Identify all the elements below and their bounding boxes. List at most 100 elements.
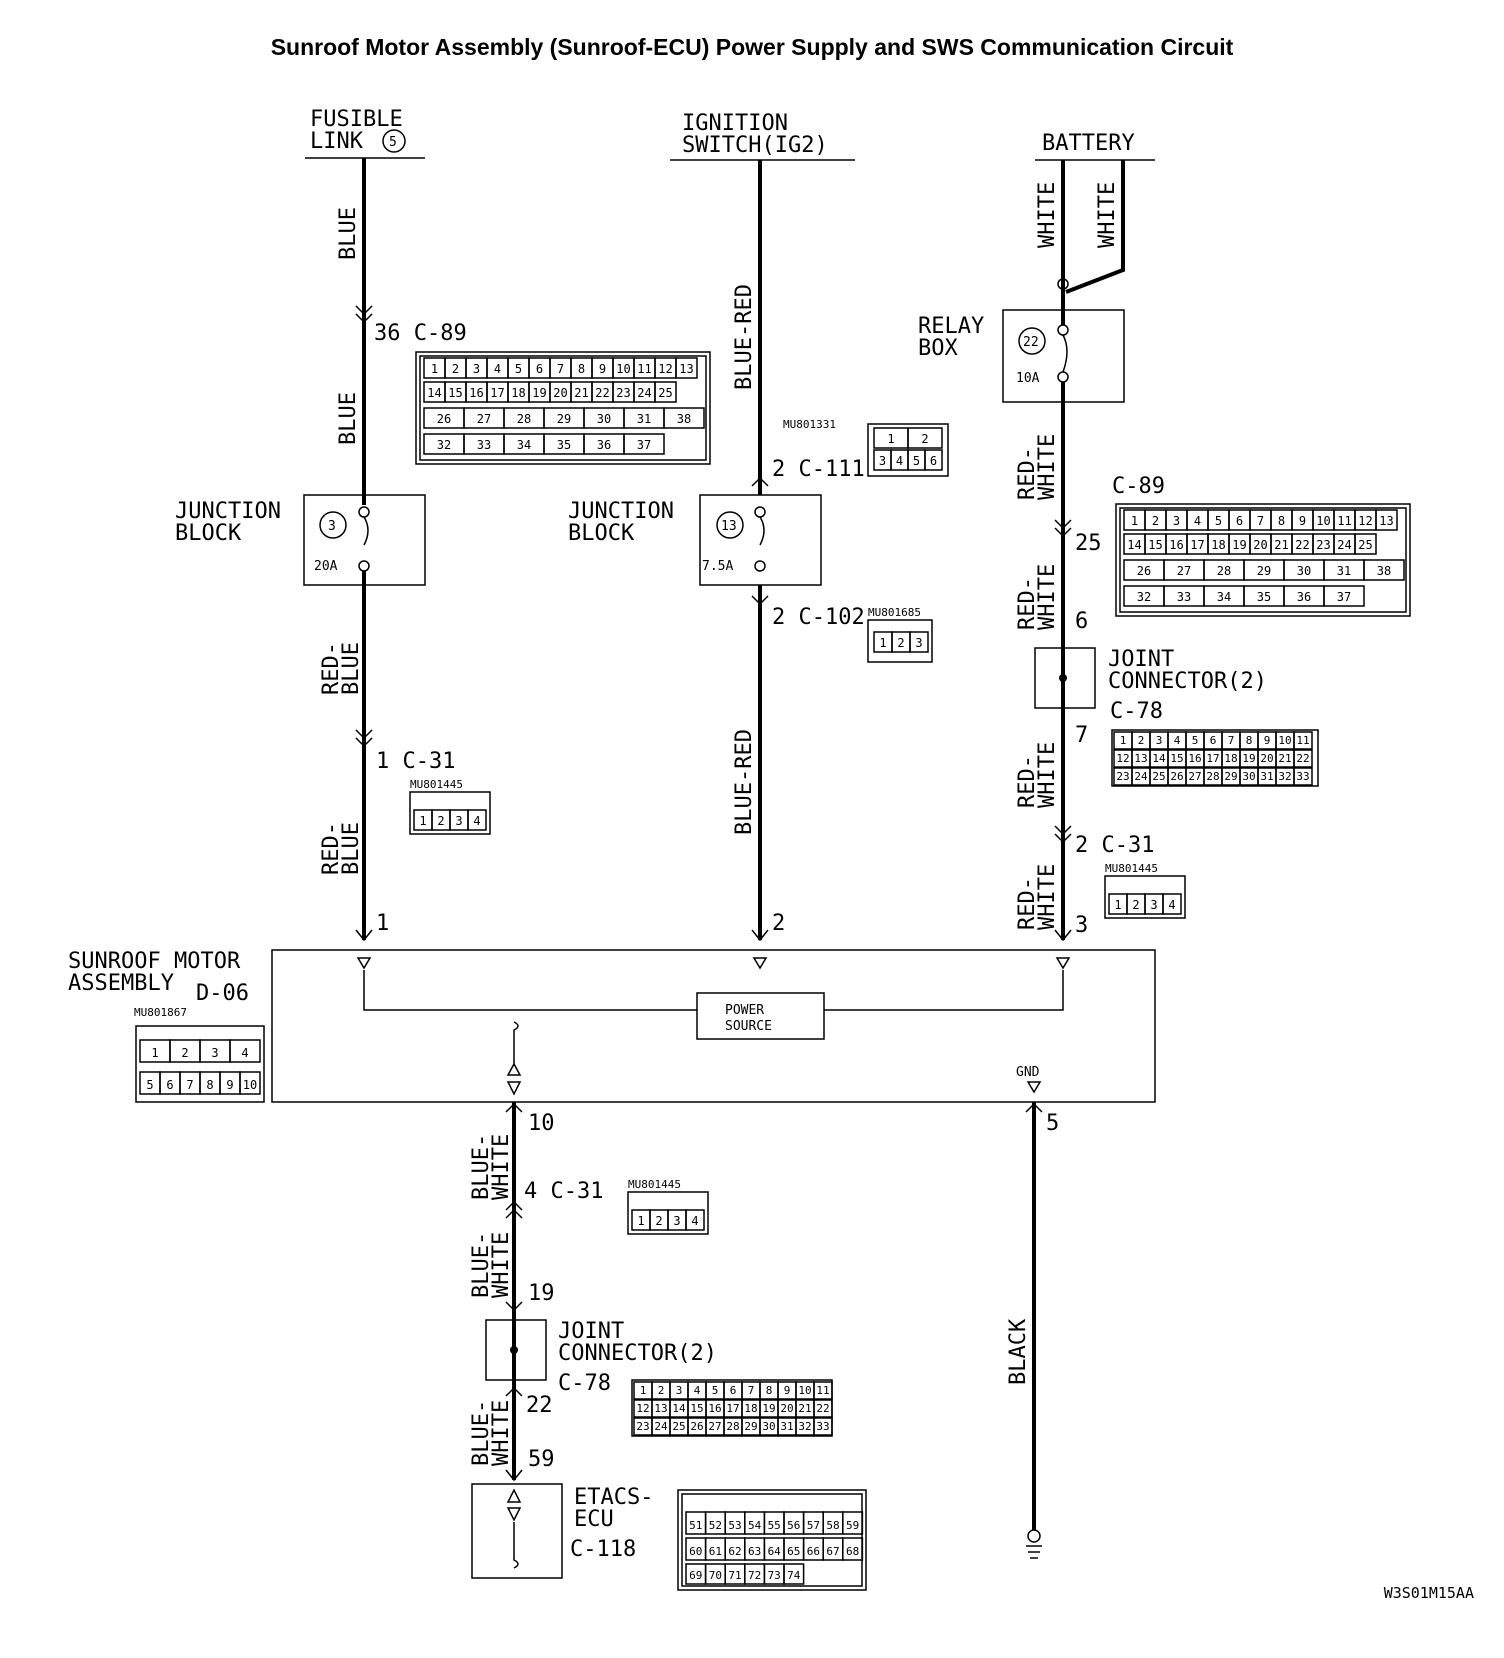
pin-6: 6 bbox=[1075, 609, 1088, 634]
pin-number: 8 bbox=[578, 362, 585, 376]
pin-number: 59 bbox=[846, 1519, 859, 1532]
pin-number: 24 bbox=[637, 386, 651, 400]
pin-cell bbox=[467, 809, 487, 831]
pin-number: 31 bbox=[637, 412, 651, 426]
pin-number: 54 bbox=[748, 1519, 762, 1532]
connector-mark-c111 bbox=[751, 476, 769, 487]
pin-number: 22 bbox=[1295, 538, 1309, 552]
fuse-7-5a-element bbox=[759, 516, 765, 546]
pin-number: 2 bbox=[921, 432, 928, 446]
pin-number: 23 bbox=[1116, 770, 1129, 783]
pin-cell bbox=[907, 427, 943, 449]
pin-number: 8 bbox=[1278, 514, 1285, 528]
pin-number: 23 bbox=[1316, 538, 1330, 552]
pin-number: 12 bbox=[1358, 514, 1372, 528]
pin-number: 28 bbox=[726, 1420, 739, 1433]
wire-label-red-white-2a: RED- bbox=[1015, 577, 1040, 630]
pin-cell bbox=[842, 1511, 864, 1535]
wire-label-red-white-3b: WHITE bbox=[1035, 742, 1060, 808]
wire-label-red-blue-2a: RED- bbox=[319, 822, 344, 875]
wire-label-white-1: WHITE bbox=[1035, 182, 1060, 248]
pin-number: 3 bbox=[879, 454, 886, 468]
pin-number: 2 bbox=[1152, 514, 1159, 528]
pin-number: 6 bbox=[930, 454, 937, 468]
pin-number: 1 bbox=[1114, 898, 1121, 912]
pin2-mark bbox=[751, 929, 769, 942]
pin-number: 8 bbox=[1246, 734, 1253, 747]
wire-label-blue-white-1b: WHITE bbox=[489, 1134, 514, 1200]
etacs-label-3: C-118 bbox=[570, 1537, 636, 1562]
pin-number: 19 bbox=[1232, 538, 1246, 552]
pin-number: 36 bbox=[597, 438, 611, 452]
pin-cell bbox=[685, 1209, 705, 1231]
wire-label-blue-2: BLUE bbox=[336, 392, 361, 445]
pin-number: 1 bbox=[887, 432, 894, 446]
pin-number: 13 bbox=[1134, 752, 1147, 765]
pin-number: 4 bbox=[1194, 514, 1201, 528]
fuse-10a-rating: 10A bbox=[1016, 371, 1040, 386]
connector-mark-c31b bbox=[1054, 825, 1072, 844]
pin-cell bbox=[783, 1563, 805, 1585]
pin-number: 37 bbox=[1337, 590, 1351, 604]
connector-c111: 2 C-111 bbox=[772, 457, 865, 482]
wire-label-red-white-1a: RED- bbox=[1015, 447, 1040, 500]
pin-number: 30 bbox=[1297, 564, 1311, 578]
junction-block-2-label-2: BLOCK bbox=[568, 521, 635, 546]
pin-number: 33 bbox=[1296, 770, 1309, 783]
pin-cell bbox=[623, 433, 665, 455]
connector-c31-a: 1 C-31 bbox=[376, 749, 455, 774]
pin-number: 3 bbox=[473, 362, 480, 376]
pin-number: 27 bbox=[708, 1420, 721, 1433]
pin-number: 71 bbox=[728, 1569, 741, 1582]
pin-number: 5 bbox=[712, 1384, 719, 1397]
pin-number: 21 bbox=[798, 1402, 811, 1415]
pin-number: 20 bbox=[1253, 538, 1267, 552]
pin-number: 1 bbox=[640, 1384, 647, 1397]
pin-number: 65 bbox=[787, 1545, 800, 1558]
pin-cell bbox=[813, 1381, 833, 1400]
pin-number: 58 bbox=[826, 1519, 839, 1532]
sunroof-motor-label-2: ASSEMBLY bbox=[68, 971, 174, 996]
pin-number: 3 bbox=[676, 1384, 683, 1397]
pin-number: 18 bbox=[1211, 538, 1225, 552]
pin-number: 4 bbox=[1168, 898, 1175, 912]
pin-number: 26 bbox=[1170, 770, 1183, 783]
part-mu801867: MU801867 bbox=[134, 1006, 187, 1019]
pin-number: 12 bbox=[636, 1402, 649, 1415]
pin-number: 10 bbox=[616, 362, 630, 376]
connector-c89-a: 36 C-89 bbox=[374, 321, 467, 346]
fuse-7-5a-number: 13 bbox=[721, 519, 737, 534]
wire-label-blue-1: BLUE bbox=[336, 207, 361, 260]
sws-comm-line bbox=[513, 1021, 519, 1066]
etacs-label-2: ECU bbox=[574, 1507, 614, 1532]
fusible-link-number-circle bbox=[382, 129, 406, 153]
pin-number: 22 bbox=[595, 386, 609, 400]
pin-number: 30 bbox=[762, 1420, 775, 1433]
pin-number: 25 bbox=[658, 386, 672, 400]
pin-number: 7 bbox=[748, 1384, 755, 1397]
pin-number: 23 bbox=[636, 1420, 649, 1433]
pin-number: 13 bbox=[654, 1402, 667, 1415]
connector-mark-c31a bbox=[355, 729, 373, 748]
pin-number: 9 bbox=[784, 1384, 791, 1397]
pin-number: 33 bbox=[477, 438, 491, 452]
wire-label-blue-white-3a: BLUE- bbox=[469, 1400, 494, 1466]
pin-number: 4 bbox=[473, 814, 480, 828]
connector-face-c78-bottom bbox=[631, 1379, 833, 1437]
fuse-20a-rating: 20A bbox=[314, 559, 338, 574]
pin-number: 27 bbox=[1177, 564, 1191, 578]
pin-number: 20 bbox=[780, 1402, 793, 1415]
power-source-lines bbox=[363, 970, 1064, 1011]
pin-number: 17 bbox=[1206, 752, 1219, 765]
pin-number: 73 bbox=[768, 1569, 781, 1582]
pin-number: 32 bbox=[437, 438, 451, 452]
pin-number: 31 bbox=[780, 1420, 793, 1433]
pin-cell bbox=[924, 449, 943, 471]
pin-number: 14 bbox=[1152, 752, 1166, 765]
part-mu801331: MU801331 bbox=[783, 418, 836, 431]
connector-face-c78-right bbox=[1111, 729, 1319, 787]
etacs-label-1: ETACS- bbox=[574, 1485, 653, 1510]
pin-number: 17 bbox=[490, 386, 504, 400]
pin-number: 19 bbox=[1242, 752, 1255, 765]
pin-number: 37 bbox=[637, 438, 651, 452]
